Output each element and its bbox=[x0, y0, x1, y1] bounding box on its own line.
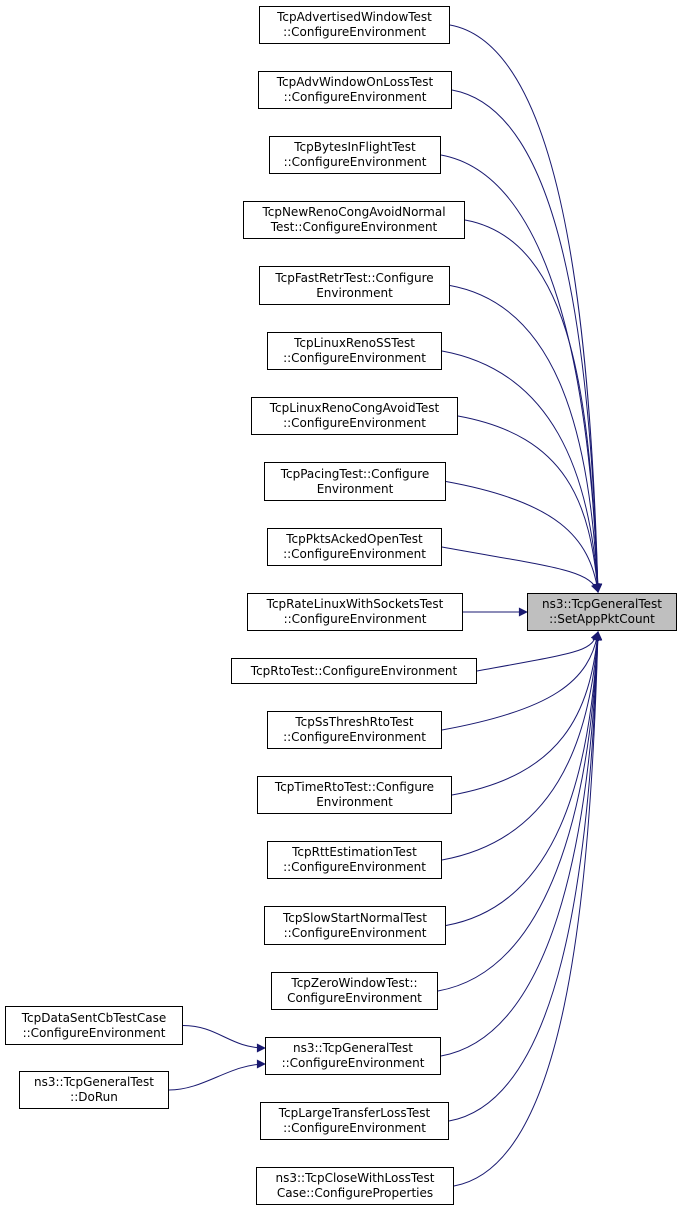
node-label-line: TcpZeroWindowTest:: bbox=[291, 976, 418, 990]
edge-general-test-configure bbox=[440, 631, 603, 1057]
node-label-line: ::ConfigureEnvironment bbox=[283, 925, 427, 940]
node-zero-window[interactable]: TcpZeroWindowTest::ConfigureEnvironment bbox=[271, 972, 438, 1010]
node-label-line: ::DoRun bbox=[70, 1090, 118, 1104]
node-rto[interactable]: TcpRtoTest::ConfigureEnvironment bbox=[231, 658, 477, 684]
node-label-line: ConfigureEnvironment bbox=[287, 991, 422, 1005]
node-bytes-in-flight[interactable]: TcpBytesInFlightTest::ConfigureEnvironme… bbox=[269, 136, 441, 174]
node-label-line: ::ConfigureEnvironment bbox=[283, 416, 426, 430]
node-pkts-acked-open[interactable]: TcpPktsAckedOpenTest::ConfigureEnvironme… bbox=[267, 528, 442, 566]
edge-data-sent-cb bbox=[182, 1025, 266, 1053]
node-label-line: TcpTimeRtoTest::Configure bbox=[274, 780, 435, 794]
node-label-line: Environment bbox=[316, 481, 394, 496]
node-label-line: ::ConfigureEnvironment bbox=[283, 860, 426, 874]
node-label-line: TcpAdvertisedWindowTest bbox=[277, 10, 432, 24]
node-label-line: ::SetAppPktCount bbox=[549, 612, 655, 626]
node-target-set-app-pkt-count[interactable]: ns3::TcpGeneralTest::SetAppPktCount bbox=[527, 593, 677, 631]
node-data-sent-cb[interactable]: TcpDataSentCbTestCase::ConfigureEnvironm… bbox=[5, 1006, 183, 1045]
node-label-line: ::ConfigureEnvironment bbox=[283, 730, 426, 744]
node-label-line: ns3::TcpGeneralTest bbox=[292, 1041, 413, 1055]
node-advertised-window[interactable]: TcpAdvertisedWindowTest::ConfigureEnviro… bbox=[259, 6, 450, 44]
node-label-line: ::ConfigureEnvironment bbox=[22, 1025, 166, 1040]
node-label-line: TcpSlowStartNormalTest bbox=[283, 910, 427, 925]
edge-general-test-dorun bbox=[168, 1059, 266, 1091]
node-adv-window-on-loss[interactable]: TcpAdvWindowOnLossTest::ConfigureEnviron… bbox=[258, 71, 452, 109]
edge-advertised-window bbox=[449, 24, 603, 593]
node-label-line: TcpRttEstimationTest bbox=[292, 845, 417, 859]
edge-large-transfer-loss bbox=[448, 631, 603, 1122]
node-label-line: TcpDataSentCbTestCase bbox=[21, 1010, 167, 1025]
node-label-line: Case::ConfigureProperties bbox=[276, 1186, 434, 1200]
node-label-line: TcpPktsAckedOpenTest bbox=[286, 532, 423, 546]
node-linux-reno-cong-avoid[interactable]: TcpLinuxRenoCongAvoidTest::ConfigureEnvi… bbox=[251, 397, 458, 435]
edge-adv-window-on-loss bbox=[451, 89, 603, 593]
node-label-line: ns3::TcpGeneralTest bbox=[541, 597, 662, 611]
node-label-line: ::ConfigureEnvironment bbox=[283, 547, 426, 561]
node-general-test-dorun[interactable]: ns3::TcpGeneralTest::DoRun bbox=[19, 1071, 169, 1109]
node-label-line: TcpRateLinuxWithSocketsTest bbox=[266, 597, 444, 611]
node-ss-thresh-rto[interactable]: TcpSsThreshRtoTest::ConfigureEnvironment bbox=[267, 711, 442, 749]
node-label-line: TcpFastRetrTest::Configure bbox=[275, 270, 434, 285]
edge-slow-start-normal bbox=[445, 631, 603, 926]
node-label-line: ::ConfigureEnvironment bbox=[283, 351, 426, 365]
node-label-line: TcpLargeTransferLossTest bbox=[278, 1106, 431, 1120]
edge-rto bbox=[476, 631, 600, 672]
edge-new-reno-cong-avoid bbox=[464, 219, 603, 593]
node-label-line: Environment bbox=[316, 285, 393, 300]
node-rtt-estimation[interactable]: TcpRttEstimationTest::ConfigureEnvironme… bbox=[267, 841, 442, 879]
node-large-transfer-loss[interactable]: TcpLargeTransferLossTest::ConfigureEnvir… bbox=[260, 1102, 449, 1140]
edge-fast-retr bbox=[449, 285, 603, 593]
node-label-line: TcpSsThreshRtoTest bbox=[295, 715, 414, 729]
node-label-line: ns3::TcpGeneralTest bbox=[33, 1075, 154, 1089]
node-label-line: TcpBytesInFlightTest bbox=[294, 140, 416, 154]
node-slow-start-normal[interactable]: TcpSlowStartNormalTest::ConfigureEnviron… bbox=[264, 906, 446, 945]
edge-close-with-loss bbox=[453, 631, 603, 1187]
edge-linux-reno-ss bbox=[441, 350, 602, 593]
node-label-line: ::ConfigureEnvironment bbox=[283, 612, 427, 626]
node-label-line: Test::ConfigureEnvironment bbox=[270, 220, 438, 234]
node-label-line: TcpLinuxRenoSSTest bbox=[294, 336, 415, 350]
node-general-test-configure[interactable]: ns3::TcpGeneralTest::ConfigureEnvironmen… bbox=[265, 1037, 441, 1075]
node-label-line: TcpNewRenoCongAvoidNormal bbox=[262, 205, 446, 219]
edge-time-rto bbox=[451, 631, 602, 796]
node-label-line: ::ConfigureEnvironment bbox=[283, 90, 427, 104]
node-label-line: ::ConfigureEnvironment bbox=[281, 1056, 425, 1070]
node-label-line: Environment bbox=[316, 795, 393, 809]
node-label-line: ::ConfigureEnvironment bbox=[283, 25, 426, 39]
edge-rtt-estimation bbox=[441, 631, 602, 861]
node-label-line: ns3::TcpCloseWithLossTest bbox=[275, 1171, 435, 1185]
node-label-line: TcpPacingTest::Configure bbox=[280, 466, 430, 481]
edge-pacing bbox=[445, 481, 602, 593]
node-label-line: TcpRtoTest::ConfigureEnvironment bbox=[250, 663, 458, 678]
node-label-line: ::ConfigureEnvironment bbox=[283, 155, 427, 169]
edge-pkts-acked-open bbox=[441, 546, 600, 593]
node-rate-linux-with-sockets[interactable]: TcpRateLinuxWithSocketsTest::ConfigureEn… bbox=[247, 593, 463, 631]
node-label-line: TcpLinuxRenoCongAvoidTest bbox=[269, 401, 440, 415]
node-label-line: TcpAdvWindowOnLossTest bbox=[276, 75, 434, 89]
edge-zero-window bbox=[437, 631, 603, 992]
node-linux-reno-ss[interactable]: TcpLinuxRenoSSTest::ConfigureEnvironment bbox=[267, 332, 442, 370]
node-label-line: ::ConfigureEnvironment bbox=[283, 1121, 426, 1135]
edge-ss-thresh-rto bbox=[441, 631, 602, 731]
edge-linux-reno-cong-avoid bbox=[457, 415, 602, 593]
